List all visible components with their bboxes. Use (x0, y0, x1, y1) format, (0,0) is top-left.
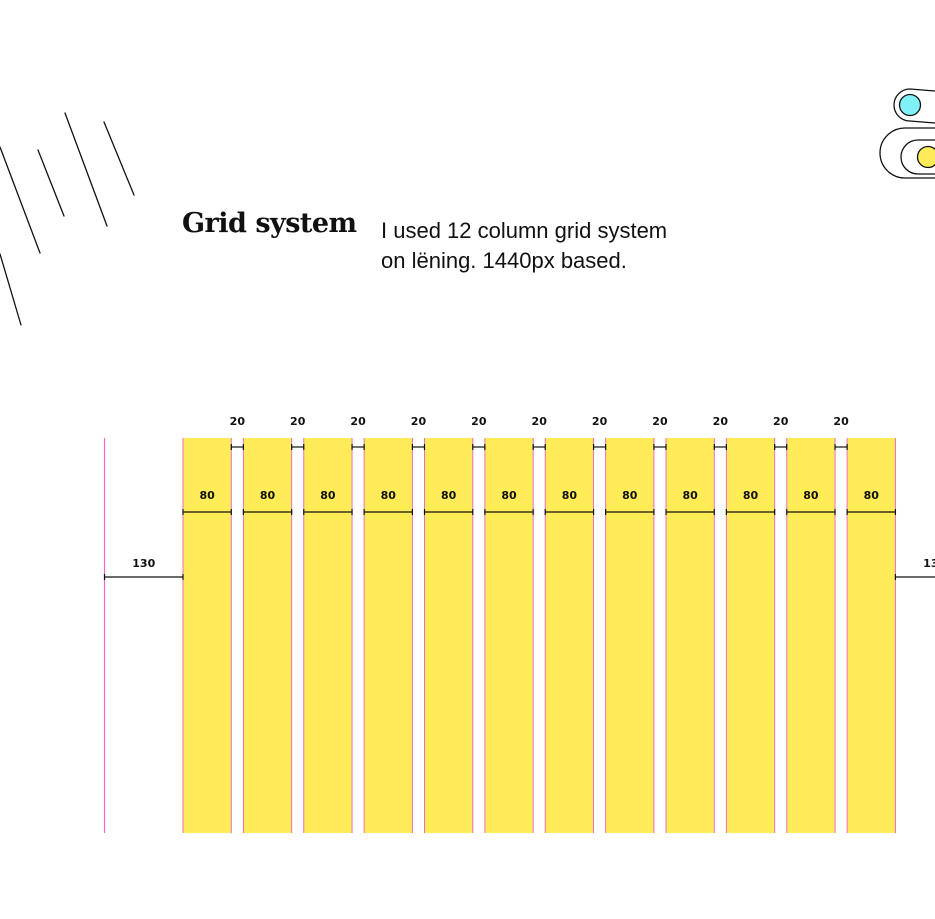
column-width-label-6: 80 (501, 489, 517, 502)
grid-column-9 (666, 438, 715, 833)
grid-column-12 (847, 438, 896, 833)
column-width-label-5: 80 (441, 489, 457, 502)
column-width-label-3: 80 (320, 489, 336, 502)
gutter-label-8: 20 (652, 415, 668, 428)
gutter-label-2: 20 (290, 415, 306, 428)
grid-column-7 (545, 438, 594, 833)
grid-column-2 (243, 438, 292, 833)
column-width-label-11: 80 (803, 489, 819, 502)
grid-column-6 (484, 438, 534, 833)
gutter-label-10: 20 (773, 415, 789, 428)
column-width-label-12: 80 (864, 489, 880, 502)
left-margin-label: 130 (132, 557, 155, 570)
column-width-label-7: 80 (562, 489, 578, 502)
toggle-switches-decoration (879, 88, 935, 179)
hatch-lines-decoration (0, 112, 135, 326)
grid-column-1 (183, 438, 232, 833)
grid-column-5 (424, 438, 473, 833)
grid-column-11 (786, 438, 836, 833)
column-width-label-1: 80 (199, 489, 215, 502)
description-line-2: on lëning. 1440px based. (381, 248, 627, 273)
column-width-label-2: 80 (260, 489, 276, 502)
gutter-label-7: 20 (592, 415, 608, 428)
description-line-1: I used 12 column grid system (381, 218, 668, 243)
gutter-label-3: 20 (350, 415, 366, 428)
gutter-label-6: 20 (532, 415, 548, 428)
grid-column-3 (303, 438, 353, 833)
description: I used 12 column grid system on lëning. … (381, 216, 667, 276)
column-width-label-10: 80 (743, 489, 759, 502)
gutter-label-5: 20 (471, 415, 487, 428)
toggle-knob-cyan (898, 93, 922, 117)
gutter-label-4: 20 (411, 415, 427, 428)
grid-column-4 (364, 438, 413, 833)
column-width-label-4: 80 (381, 489, 397, 502)
gutter-label-9: 20 (713, 415, 729, 428)
grid-column-8 (605, 438, 654, 833)
toggle-knob-yellow (916, 145, 935, 169)
column-width-label-8: 80 (622, 489, 638, 502)
right-margin-label: 130 (923, 557, 935, 570)
page-title: Grid system (182, 208, 357, 239)
grid-column-10 (726, 438, 775, 833)
column-width-label-9: 80 (682, 489, 698, 502)
gutter-label-11: 20 (833, 415, 849, 428)
gutter-label-1: 20 (230, 415, 246, 428)
